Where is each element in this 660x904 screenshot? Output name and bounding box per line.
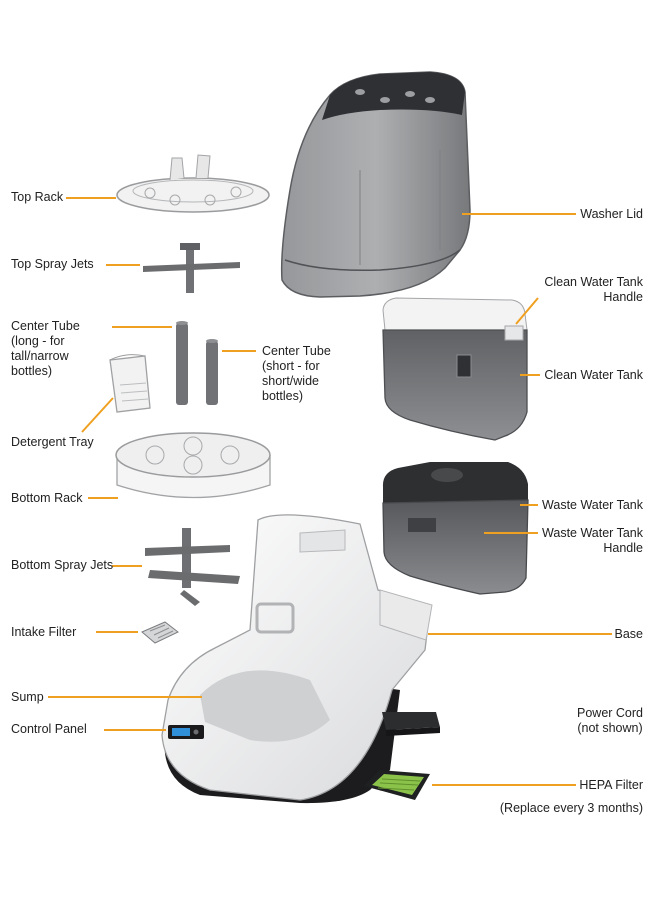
label-hepa-filter: HEPA Filter [579,778,643,792]
label-power-cord-line: (not shown) [577,721,643,735]
hepa-filter-illustration [364,770,430,800]
label-waste-water-tank-handle-line: Waste Water Tank [542,526,643,540]
label-bottom-spray-jets: Bottom Spray Jets [11,558,114,572]
top-spray-jets-illustration [143,243,240,293]
label-center-tube-long-line: tall/narrow [11,349,69,363]
label-center-tube-long-line: bottles) [11,364,52,378]
label-center-tube-short-line: short/wide [262,374,319,388]
label-clean-water-tank: Clean Water Tank [544,368,643,382]
bottom-rack-illustration [115,432,271,499]
base-illustration [161,514,440,804]
label-waste-water-tank: Waste Water Tank [542,498,643,512]
label-control-panel: Control Panel [11,722,87,736]
clean-water-tank-illustration [382,297,528,441]
label-hepa-note: (Replace every 3 months) [499,801,643,815]
label-center-tube-short-line: (short - for [262,359,320,373]
label-bottom-rack: Bottom Rack [11,491,83,505]
leader-lines [48,197,612,786]
label-center-tube-long-line: (long - for [11,334,65,348]
label-top-rack: Top Rack [11,190,64,204]
label-washer-lid: Washer Lid [580,207,643,221]
label-center-tube-long-line: Center Tube [11,319,80,333]
detergent-tray-illustration [109,354,151,413]
label-center-tube-long: Center Tube (long - for tall/narrow bott… [11,319,80,379]
leader-clean-water-tank-handle [515,297,539,325]
label-clean-water-tank-handle-line: Handle [603,290,643,304]
label-clean-water-tank-handle-line: Clean Water Tank [544,275,643,289]
washer-lid-illustration [280,71,471,298]
label-power-cord-line: Power Cord [577,706,643,720]
label-power-cord: Power Cord (not shown) [577,706,643,736]
label-waste-water-tank-handle-line: Handle [603,541,643,555]
label-center-tube-short: Center Tube (short - for short/wide bott… [262,344,331,404]
bottom-spray-jets-illustration [145,528,240,606]
intake-filter-illustration [141,621,179,644]
label-intake-filter: Intake Filter [11,625,77,639]
label-center-tube-short-line: bottles) [262,389,303,403]
leader-detergent-tray [81,397,114,433]
waste-water-tank-illustration [382,462,529,595]
top-rack-illustration [116,154,270,213]
center-tubes-illustration [176,321,218,405]
label-clean-water-tank-handle: Clean Water Tank Handle [544,275,643,305]
label-top-spray-jets: Top Spray Jets [11,257,94,271]
label-waste-water-tank-handle: Waste Water Tank Handle [542,526,643,556]
label-center-tube-short-line: Center Tube [262,344,331,358]
label-sump: Sump [11,690,44,704]
label-base: Base [614,627,644,641]
label-detergent-tray: Detergent Tray [11,435,94,449]
